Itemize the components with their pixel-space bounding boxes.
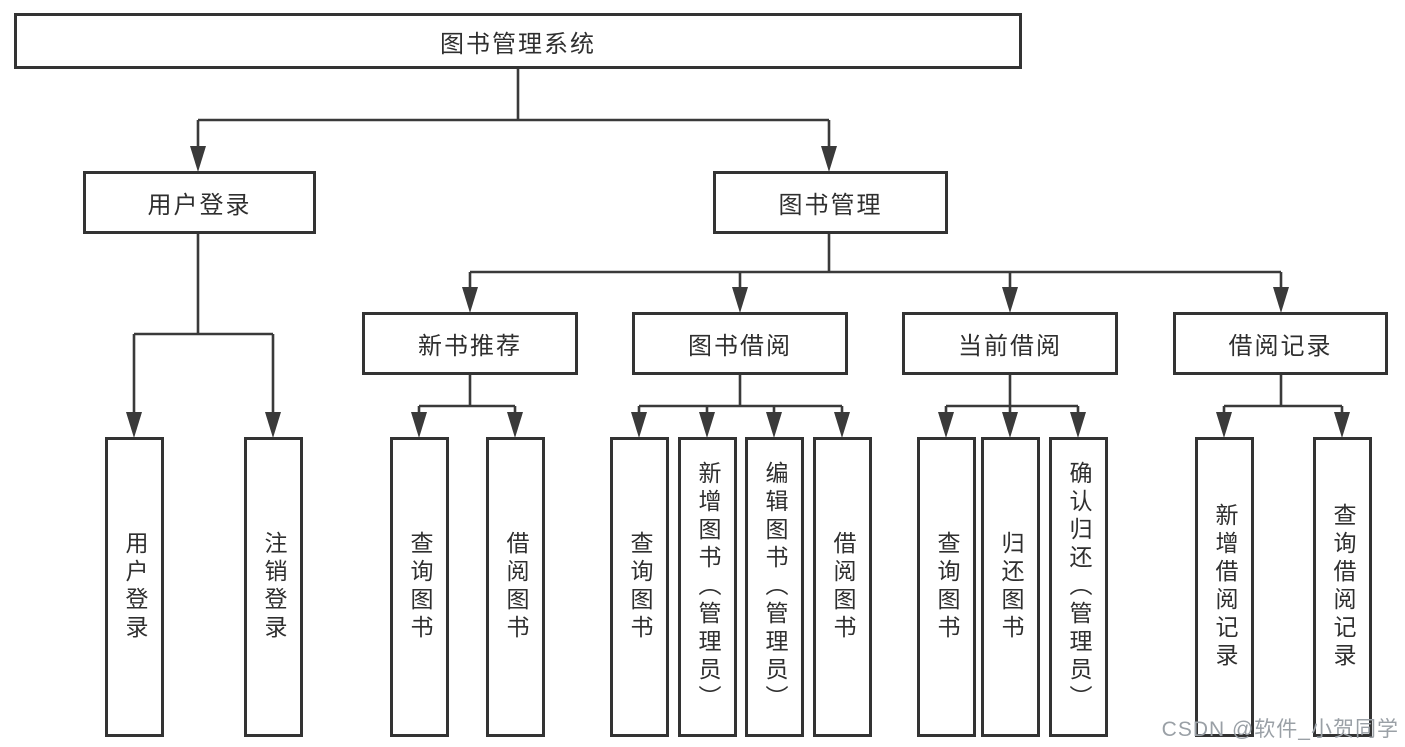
arrowhead: [190, 146, 206, 172]
node-label: 查询借阅记录: [1330, 503, 1356, 671]
node-label: 用户登录: [122, 531, 148, 643]
node-leaf-query-book-b: 查询图书: [610, 437, 669, 737]
arrowhead: [699, 412, 715, 438]
node-new-book-rec: 新书推荐: [362, 312, 578, 375]
node-leaf-logout-login: 注销登录: [244, 437, 303, 737]
node-borrow-record: 借阅记录: [1173, 312, 1388, 375]
node-label: 归还图书: [998, 531, 1024, 643]
node-user-login: 用户登录: [83, 171, 316, 234]
node-leaf-query-borrow-record: 查询借阅记录: [1313, 437, 1372, 737]
node-label: 当前借阅: [958, 333, 1062, 360]
arrowhead: [462, 287, 478, 313]
node-leaf-add-borrow-record: 新增借阅记录: [1195, 437, 1254, 737]
node-root: 图书管理系统: [14, 13, 1022, 69]
node-label: 借阅图书: [830, 531, 856, 643]
node-leaf-user-login: 用户登录: [105, 437, 164, 737]
node-label: 图书管理系统: [440, 30, 596, 58]
arrowhead: [1273, 287, 1289, 313]
arrowhead: [821, 146, 837, 172]
arrowhead: [1070, 412, 1086, 438]
connector-group: [190, 69, 837, 172]
arrowhead: [631, 412, 647, 438]
arrowhead: [126, 412, 142, 438]
node-label: 借阅图书: [503, 531, 529, 643]
node-leaf-return-book: 归还图书: [981, 437, 1040, 737]
node-label: 注销登录: [261, 531, 287, 643]
node-label: 查询图书: [407, 531, 433, 643]
node-leaf-confirm-return-admin: 确认归还（管理员）: [1049, 437, 1108, 737]
arrowhead: [1334, 412, 1350, 438]
node-label: 编辑图书（管理员）: [762, 461, 788, 713]
connector-group: [411, 375, 523, 438]
node-current-borrow: 当前借阅: [902, 312, 1118, 375]
connector-group: [462, 234, 1289, 313]
node-leaf-borrow-book-b: 借阅图书: [813, 437, 872, 737]
arrowhead: [1216, 412, 1232, 438]
node-book-borrow: 图书借阅: [632, 312, 848, 375]
node-label: 图书借阅: [688, 333, 792, 360]
node-leaf-query-book-c: 查询图书: [917, 437, 976, 737]
arrowhead: [1002, 412, 1018, 438]
arrowhead: [938, 412, 954, 438]
arrowhead: [766, 412, 782, 438]
arrowhead: [834, 412, 850, 438]
node-label: 用户登录: [147, 192, 252, 219]
connector-group: [938, 375, 1086, 438]
arrowhead: [507, 412, 523, 438]
watermark: CSDN @软件_小贺同学: [1161, 718, 1399, 741]
connector-group: [126, 234, 281, 438]
connector-group: [631, 375, 850, 438]
node-label: 查询图书: [934, 531, 960, 643]
node-label: 新增借阅记录: [1212, 503, 1238, 671]
connector-group: [1216, 375, 1350, 438]
node-book-mgmt: 图书管理: [713, 171, 948, 234]
arrowhead: [732, 287, 748, 313]
node-label: 确认归还（管理员）: [1066, 461, 1092, 713]
node-leaf-add-book-admin: 新增图书（管理员）: [678, 437, 737, 737]
node-label: 图书管理: [778, 192, 883, 219]
node-leaf-edit-book-admin: 编辑图书（管理员）: [745, 437, 804, 737]
node-label: 新增图书（管理员）: [695, 461, 721, 713]
node-label: 查询图书: [627, 531, 653, 643]
node-label: 新书推荐: [418, 333, 522, 360]
node-leaf-borrow-book-a: 借阅图书: [486, 437, 545, 737]
node-leaf-query-book-a: 查询图书: [390, 437, 449, 737]
arrowhead: [1002, 287, 1018, 313]
arrowhead: [411, 412, 427, 438]
arrowhead: [265, 412, 281, 438]
node-label: 借阅记录: [1228, 333, 1333, 360]
